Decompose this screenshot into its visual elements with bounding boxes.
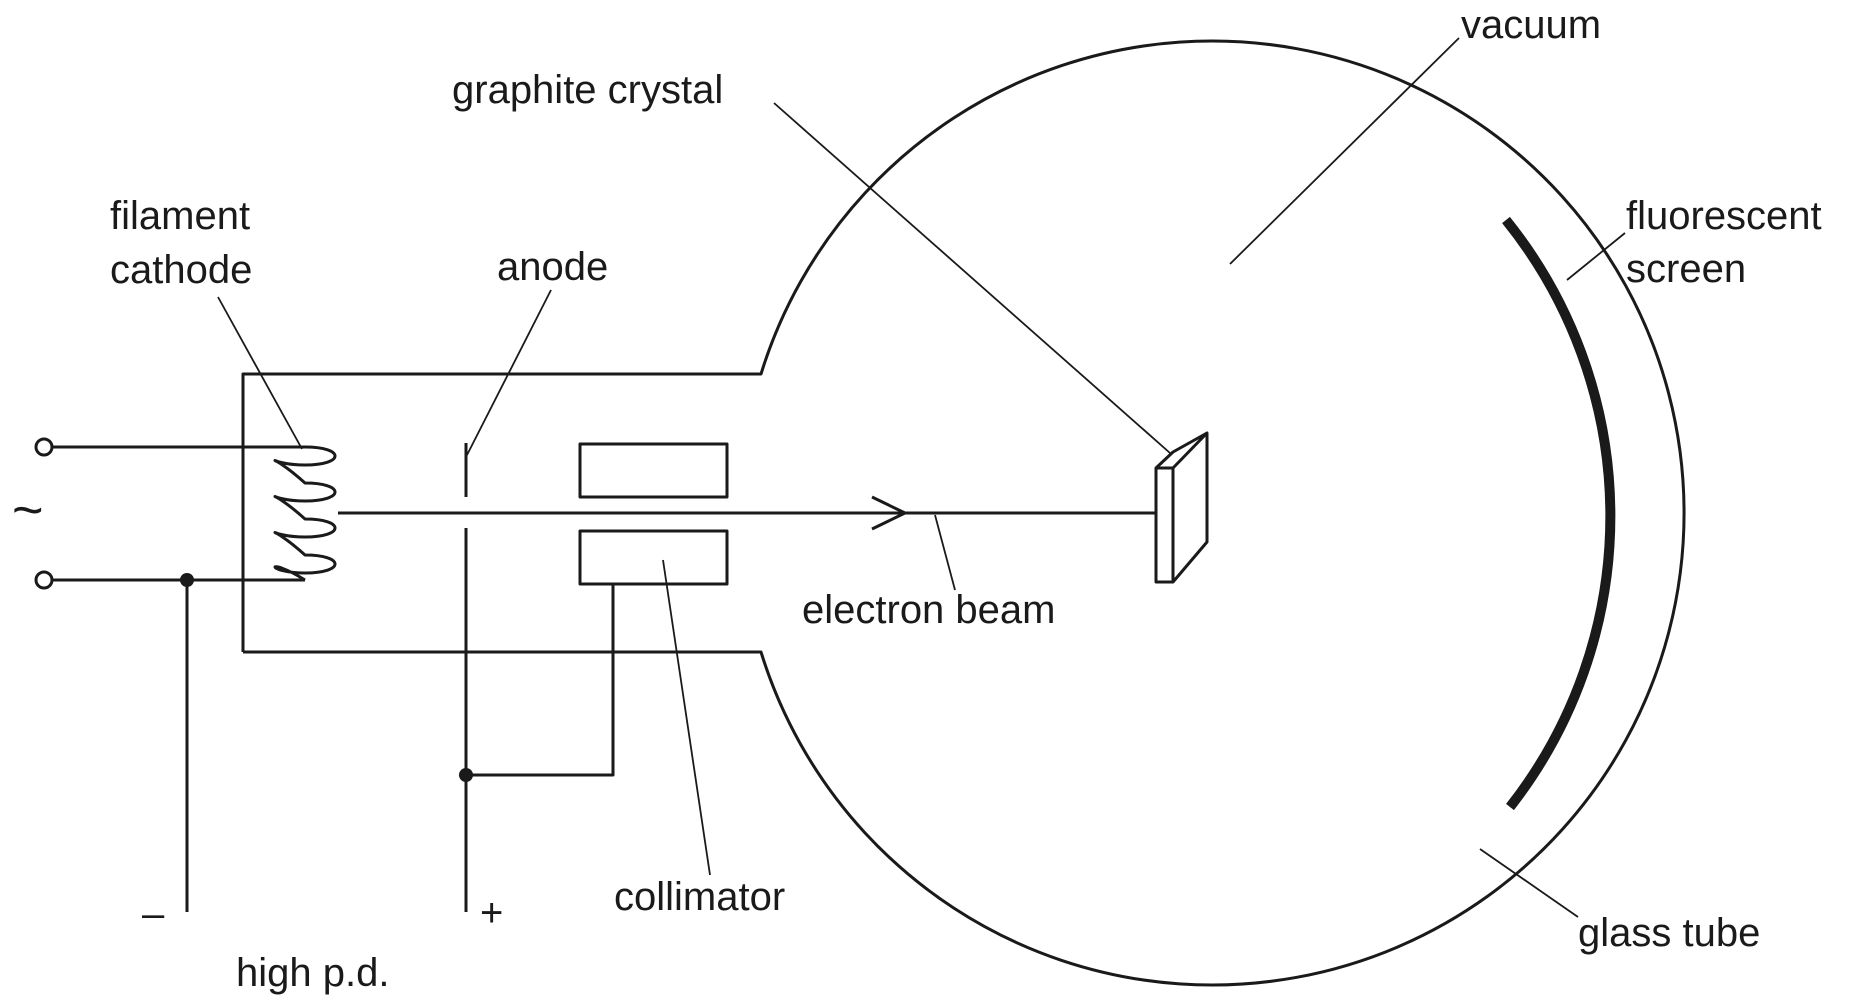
collimator-lower-block [578,529,729,586]
ac-terminal-top [34,437,54,457]
label-screen: screen [1626,247,1746,291]
glass-tube-outline [241,39,1686,987]
label-filament: filament [110,194,250,238]
label-high-pd: high p.d. [236,951,389,995]
filament-coil [273,445,337,582]
leader-anode [466,289,552,456]
label-graphite-crystal: graphite crystal [452,68,723,112]
label-electron-beam: electron beam [802,588,1055,632]
label-minus: – [142,892,165,936]
leader-graphite-crystal [773,102,1171,454]
label-glass-tube: glass tube [1578,911,1760,955]
electron-beam-arrowhead [871,495,907,531]
fluorescent-screen [1502,216,1616,811]
label-vacuum: vacuum [1461,3,1601,47]
label-fluorescent: fluorescent [1626,194,1822,238]
label-collimator: collimator [614,875,785,919]
leader-filament-cathode [217,296,303,450]
graphite-crystal [1154,431,1209,584]
leader-vacuum [1229,37,1460,265]
collimator-upper-block [578,442,729,499]
ac-supply-symbol: ~ [12,480,44,540]
leader-fluorescent-screen [1566,232,1626,281]
leader-glass-tube [1479,848,1579,918]
leader-electron-beam [934,514,956,591]
ac-terminal-bottom [34,570,54,590]
label-anode: anode [497,245,608,289]
label-cathode: cathode [110,248,252,292]
collimator-connection-wire [466,584,615,777]
leader-collimator [662,559,711,876]
label-plus: + [480,891,503,935]
